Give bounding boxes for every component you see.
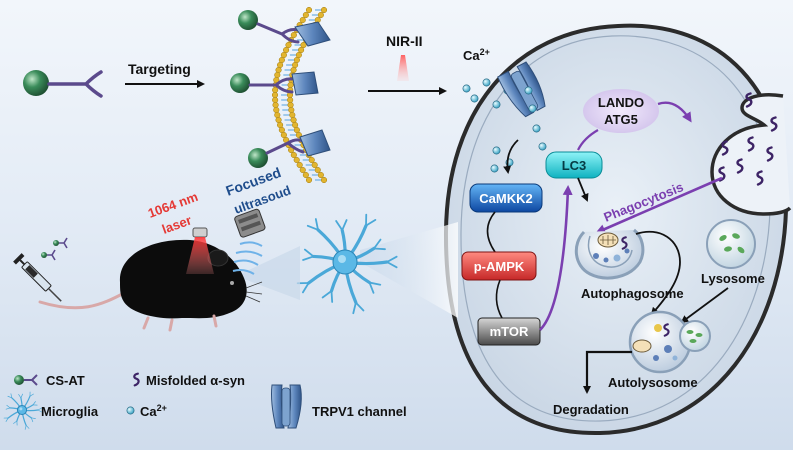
camkk2-to-ampk-line	[486, 211, 496, 253]
legend-trpv1-label: TRPV1 channel	[312, 404, 407, 419]
ca-to-camkk2-arrow	[503, 139, 519, 174]
legend-trpv1-icon	[271, 384, 302, 429]
ampk-to-mtor-line	[495, 279, 503, 319]
lc3-to-autophagosome-arrow	[577, 177, 589, 202]
lc3-box	[545, 151, 603, 179]
atg5-label: ATG5	[604, 112, 638, 127]
degradation-arrow	[583, 350, 632, 394]
lysosome-label: Lysosome	[701, 271, 765, 286]
lc3-label: LC3	[562, 158, 587, 173]
lysosome-icon	[706, 219, 756, 269]
microglia-icon	[296, 213, 398, 315]
docked-particle-mid	[230, 73, 294, 94]
phagocytosis-arrow	[595, 176, 723, 234]
ultrasound-transducer-icon	[234, 208, 266, 238]
pampk-label: p-AMPK	[474, 259, 525, 274]
mouse-icon	[38, 239, 263, 332]
mitochondrion-icon	[632, 339, 652, 353]
mouse-beam	[236, 246, 300, 300]
zoom-beam	[360, 222, 458, 318]
nir-label: NIR-II	[386, 33, 423, 49]
mouse-tail	[38, 290, 128, 310]
legend-cs-at-icon	[14, 374, 38, 386]
camkk2-label: CaMKK2	[479, 191, 532, 206]
legend-ca-label: Ca2+	[140, 403, 167, 419]
laser-icon	[186, 227, 214, 274]
autophagosome-to-autolysosome-arrow	[635, 230, 681, 316]
mtor-box	[477, 317, 541, 346]
targeting-label: Targeting	[128, 61, 191, 77]
legend-microglia-icon	[3, 391, 42, 430]
cs-at-nanoparticle-icon	[23, 70, 103, 98]
legend-cs-at-label: CS-AT	[46, 373, 85, 388]
trpv1-channel-icon	[291, 21, 331, 157]
lando-cloud	[583, 89, 659, 133]
legend-misfolded-icon	[133, 372, 140, 387]
phagocytic-cup	[710, 93, 792, 216]
ca-top-label: Ca2+	[463, 47, 490, 63]
legend-ca-icon	[126, 406, 135, 415]
legend-misfolded-label: Misfolded α-syn	[146, 373, 245, 388]
lysosome-to-autolysosome-arrow	[680, 287, 729, 324]
docked-particles	[230, 10, 331, 168]
lando-label: LANDO	[598, 95, 644, 110]
laser-label-2: laser	[160, 212, 194, 236]
docked-particle-top	[238, 10, 300, 44]
autophagosome-icon	[574, 228, 645, 280]
autolysosome-label: Autolysosome	[608, 375, 698, 390]
degradation-label: Degradation	[553, 402, 629, 417]
mtor-label: mTOR	[490, 324, 529, 339]
cs-at-small-icon	[41, 237, 68, 261]
legend-microglia-label: Microglia	[41, 404, 99, 419]
lando-to-lc3-line	[577, 129, 599, 151]
pampk-box	[461, 251, 537, 281]
syringe-icon	[13, 253, 62, 302]
camkk2-box	[469, 183, 543, 213]
autolysosome-icon	[628, 310, 711, 374]
mtor-to-lc3-arrow	[539, 185, 573, 331]
nir-beam-icon	[397, 55, 409, 81]
laser-label-1: 1064 nm	[146, 189, 200, 221]
legend: CS-AT Misfolded α-syn Microglia Ca2+ TRP…	[3, 372, 407, 430]
lando-to-cup-arrow	[657, 101, 692, 123]
ultrasound-waves-icon	[232, 241, 263, 275]
autophagosome-label: Autophagosome	[581, 286, 684, 301]
